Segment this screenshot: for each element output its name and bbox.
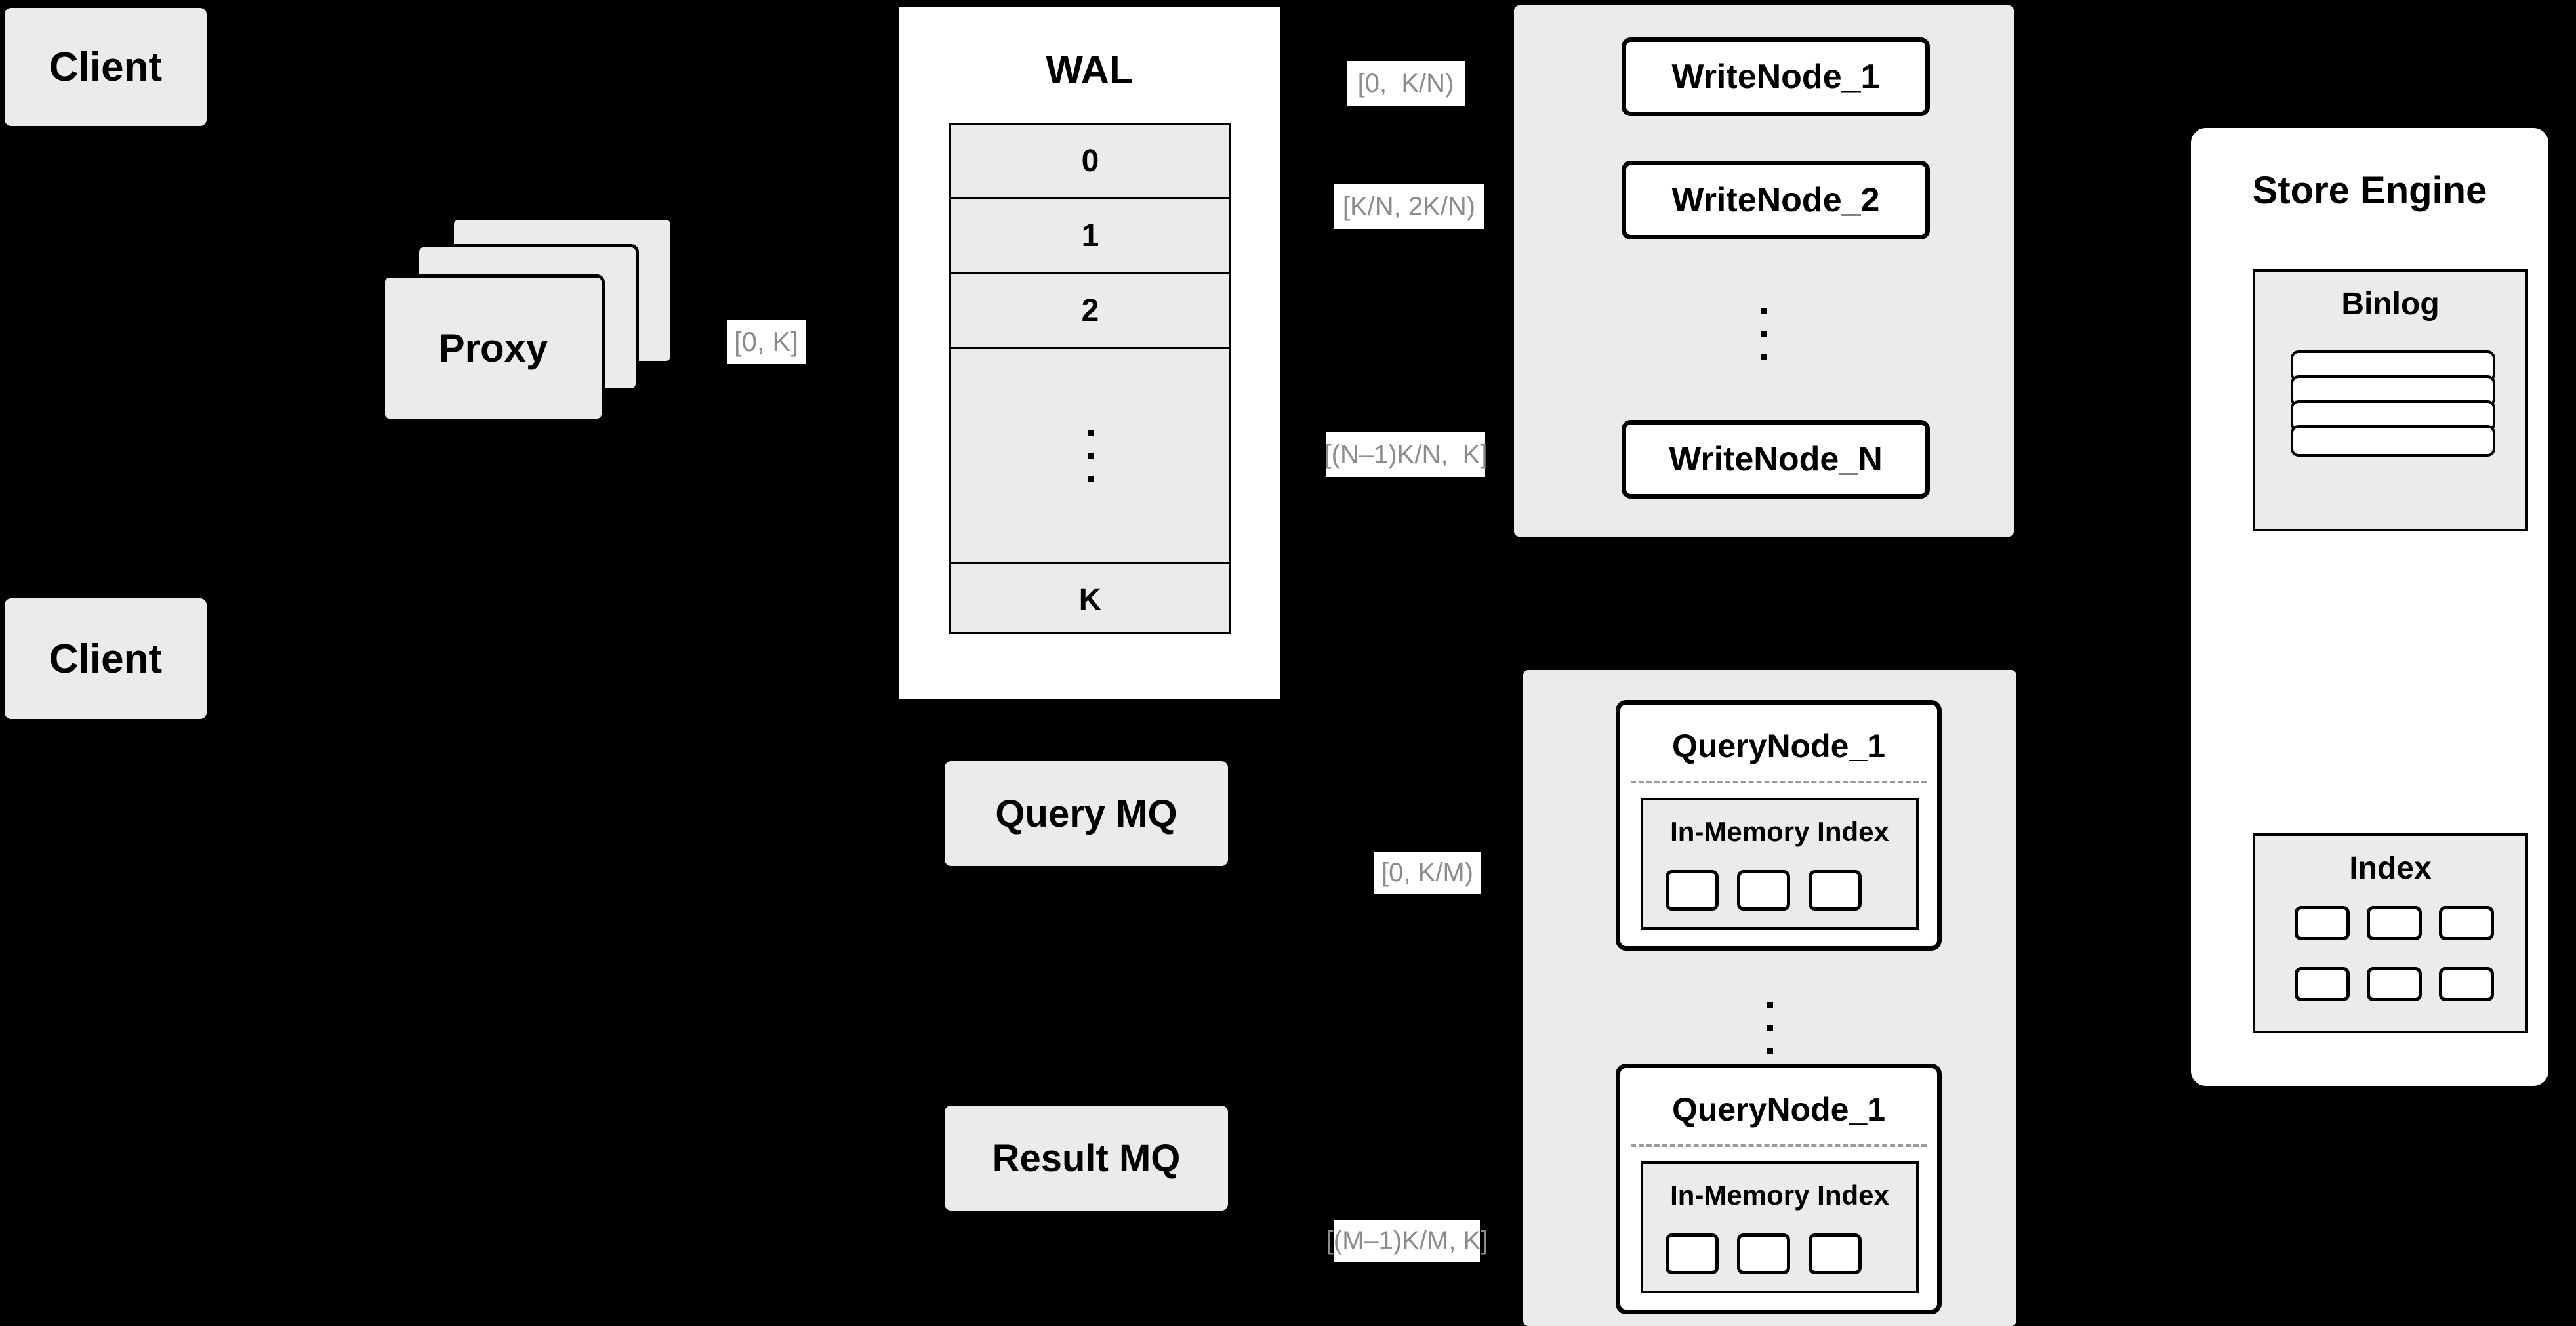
range-label-query-m: [(M–1)K/M, K] — [1326, 1220, 1488, 1262]
index-title: Index — [2349, 851, 2432, 886]
query-node-m[interactable]: QueryNode_1 In-Memory Index — [1616, 1064, 1942, 1314]
query-node-1-separator — [1631, 781, 1927, 783]
query-node-ellipsis — [1523, 972, 2016, 1083]
write-node-cluster: WriteNode_1 WriteNode_2 WriteNode_N — [1514, 5, 2014, 537]
client-node-2-label: Client — [49, 636, 163, 682]
proxy-stack[interactable]: Proxy — [382, 217, 674, 433]
binlog-row[interactable] — [2291, 425, 2495, 457]
index-cell[interactable] — [2439, 906, 2494, 940]
query-node-m-separator — [1631, 1144, 1927, 1147]
in-memory-index-m-title: In-Memory Index — [1670, 1180, 1889, 1211]
index-chip[interactable] — [1809, 1233, 1862, 1274]
wal-title: WAL — [1046, 48, 1134, 92]
index-chip[interactable] — [1737, 1233, 1790, 1274]
index-chip[interactable] — [1809, 870, 1862, 911]
wal-panel: WAL 0 1 2 K — [896, 3, 1283, 702]
proxy-card-front[interactable]: Proxy — [382, 274, 605, 422]
query-mq-label: Query MQ — [995, 792, 1177, 835]
wal-table: 0 1 2 K — [949, 123, 1231, 634]
wal-row[interactable]: K — [1078, 582, 1102, 617]
range-label-write-2: [K/N, 2K/N) — [1334, 184, 1484, 229]
in-memory-index-1-title: In-Memory Index — [1670, 816, 1889, 847]
index-box: Index — [2253, 833, 2528, 1033]
query-mq-node[interactable]: Query MQ — [945, 761, 1228, 866]
in-memory-index-1: In-Memory Index — [1641, 798, 1919, 930]
index-cell[interactable] — [2367, 906, 2422, 940]
binlog-title: Binlog — [2341, 287, 2440, 321]
client-node-1-label: Client — [49, 44, 163, 90]
in-memory-index-m: In-Memory Index — [1641, 1161, 1919, 1293]
write-node-2[interactable]: WriteNode_2 — [1622, 161, 1930, 239]
index-chip[interactable] — [1737, 870, 1790, 911]
result-mq-node[interactable]: Result MQ — [945, 1106, 1228, 1211]
wal-row[interactable]: 0 — [951, 125, 1229, 199]
query-node-cluster: QueryNode_1 In-Memory Index QueryNode_1 — [1523, 670, 2016, 1326]
index-cell[interactable] — [2295, 906, 2350, 940]
write-node-ellipsis — [1514, 268, 2014, 399]
index-cell[interactable] — [2367, 967, 2422, 1001]
query-node-1[interactable]: QueryNode_1 In-Memory Index — [1616, 700, 1942, 951]
write-node-1[interactable]: WriteNode_1 — [1622, 37, 1930, 116]
store-engine-panel: Store Engine Binlog Index — [2188, 125, 2552, 1089]
wal-row-ellipsis — [951, 349, 1229, 564]
range-label-query-1: [0, K/M) — [1374, 852, 1481, 894]
write-node-n[interactable]: WriteNode_N — [1622, 420, 1930, 499]
wal-row[interactable]: 1 — [951, 199, 1229, 274]
query-node-m-title: QueryNode_1 — [1671, 1091, 1886, 1128]
index-chip[interactable] — [1666, 870, 1719, 911]
result-mq-label: Result MQ — [992, 1136, 1181, 1180]
store-engine-title: Store Engine — [2252, 169, 2487, 212]
index-chip[interactable] — [1666, 1233, 1719, 1274]
proxy-label: Proxy — [438, 326, 548, 370]
index-cell[interactable] — [2439, 967, 2494, 1001]
binlog-box: Binlog — [2253, 269, 2528, 531]
index-cell[interactable] — [2295, 967, 2350, 1001]
range-label-proxy-to-wal: [0, K] — [727, 320, 806, 364]
client-node-2[interactable]: Client — [5, 598, 207, 719]
query-node-1-title: QueryNode_1 — [1671, 728, 1886, 764]
client-node-1[interactable]: Client — [5, 8, 207, 126]
range-label-write-n: [(N–1)K/N, K] — [1324, 432, 1487, 477]
wal-row[interactable]: 2 — [951, 274, 1229, 349]
range-label-write-1: [0, K/N) — [1347, 61, 1465, 106]
